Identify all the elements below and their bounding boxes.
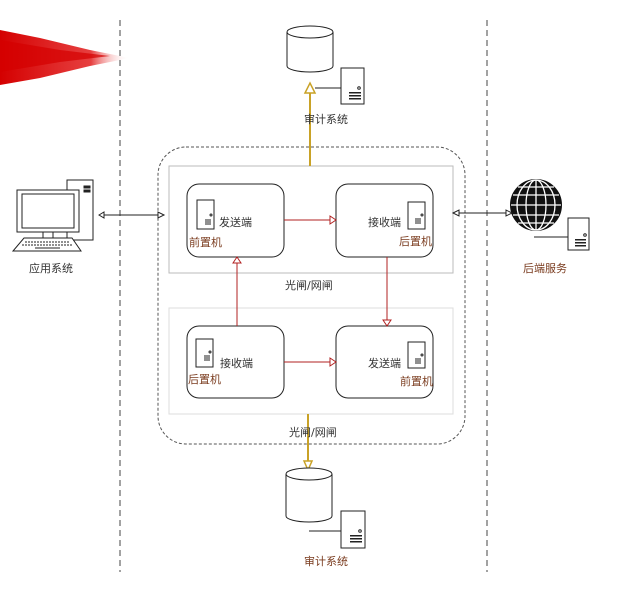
audit-bottom-label: 审计系统 xyxy=(304,555,348,568)
bottom-sender-title: 发送端 xyxy=(368,357,401,370)
bottom-receiver-sub: 后置机 xyxy=(188,373,221,386)
server-icon xyxy=(407,201,426,230)
database-icon xyxy=(286,25,334,73)
gate-top-label: 光闸/网闸 xyxy=(285,279,333,292)
desktop-computer-icon xyxy=(11,179,94,252)
audit-arrows xyxy=(302,81,317,472)
app-connector xyxy=(98,211,166,219)
bottom-receiver-title: 接收端 xyxy=(220,357,253,370)
top-receiver-title: 接收端 xyxy=(368,216,401,229)
flow-arrows xyxy=(232,215,392,367)
server-icon xyxy=(315,67,365,105)
app-system-label: 应用系统 xyxy=(29,262,73,275)
top-sender-title: 发送端 xyxy=(219,216,252,229)
top-sender-sub: 前置机 xyxy=(189,236,222,249)
server-icon xyxy=(196,199,215,230)
red-brush-decoration xyxy=(0,30,130,85)
globe-icon xyxy=(510,179,562,231)
audit-top-label: 审计系统 xyxy=(304,113,348,126)
backend-connector xyxy=(451,209,514,217)
gateway-container xyxy=(157,146,466,445)
bottom-sender-sub: 前置机 xyxy=(400,375,433,388)
server-icon xyxy=(534,217,590,251)
server-icon xyxy=(407,341,426,369)
database-icon xyxy=(285,467,333,523)
top-receiver-sub: 后置机 xyxy=(399,235,432,248)
backend-service-label: 后端服务 xyxy=(523,262,567,275)
server-icon xyxy=(195,338,214,368)
server-icon xyxy=(309,510,366,549)
gate-bottom-label: 光闸/网闸 xyxy=(289,426,337,439)
